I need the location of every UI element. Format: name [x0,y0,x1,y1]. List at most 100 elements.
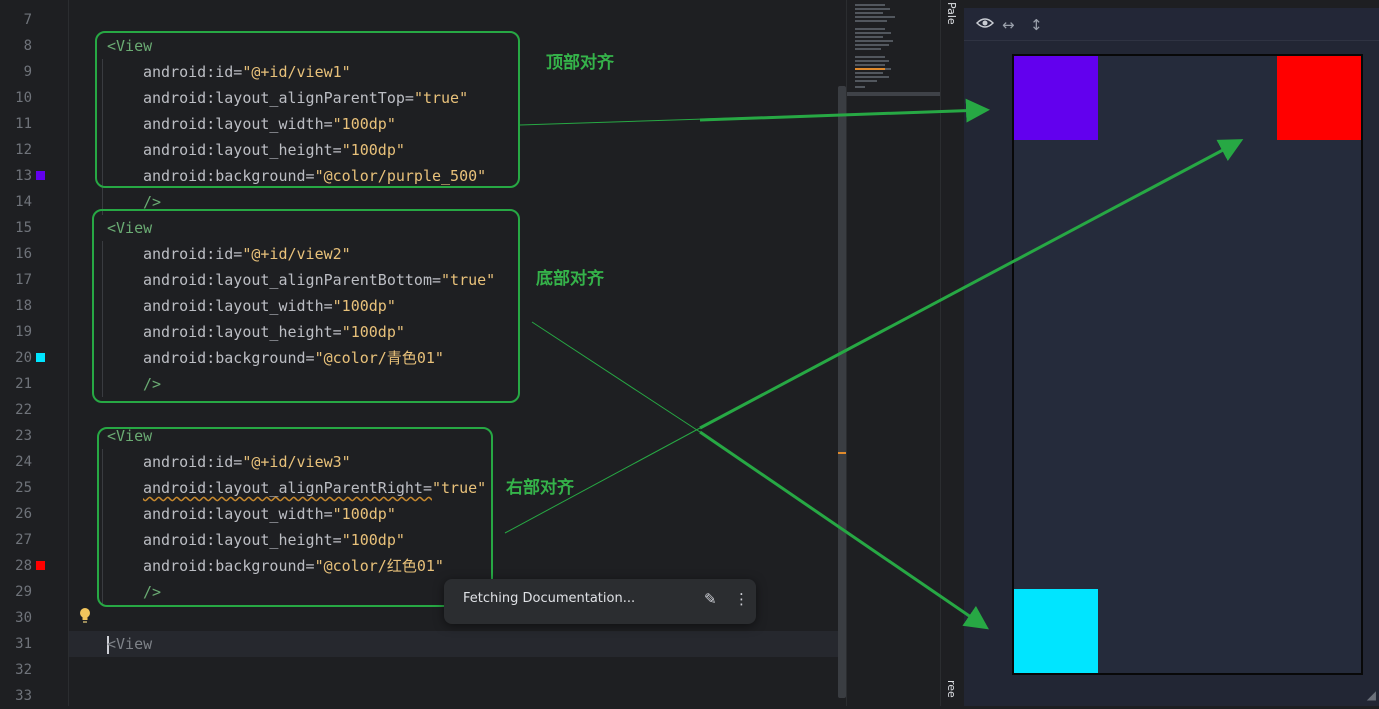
code-line[interactable]: android:background="@color/purple_500" [69,163,846,189]
tab-component-tree[interactable]: ree [945,680,958,698]
code-line[interactable] [69,657,846,683]
minimap-line [855,86,865,88]
line-number: 31 [15,636,32,652]
code-line[interactable]: <View [69,423,846,449]
xml-value: "true" [413,89,469,107]
line-number: 22 [15,402,32,418]
line-number: 32 [15,662,32,678]
indent-guide [102,241,103,397]
lightbulb-icon[interactable] [78,607,92,625]
line-number: 12 [15,142,32,158]
code-line[interactable]: android:layout_alignParentRight="true" [69,475,846,501]
xml-attribute: android:layout_alignParentBottom= [143,271,442,289]
code-line[interactable]: android:background="@color/青色01" [69,345,846,371]
line-number: 13 [15,168,32,184]
indent-guide [102,59,103,215]
code-line[interactable]: android:id="@+id/view2" [69,241,846,267]
xml-attribute: android:background= [143,167,315,185]
code-line[interactable]: android:layout_height="100dp" [69,319,846,345]
line-number: 27 [15,532,32,548]
xml-attribute: android:id= [143,453,243,471]
vertical-scrollbar[interactable] [838,86,846,698]
code-line[interactable]: android:layout_alignParentBottom="true" [69,267,846,293]
code-line[interactable]: android:layout_height="100dp" [69,137,846,163]
annotation-box-top [95,31,520,188]
documentation-popup[interactable]: Fetching Documentation... ✎ ⋮ [444,579,756,624]
minimap-line [855,20,887,22]
eye-icon[interactable] [975,16,995,34]
line-number: 19 [15,324,32,340]
minimap-line [855,44,889,46]
code-line[interactable]: android:id="@+id/view1" [69,59,846,85]
xml-attribute: android:layout_height= [143,141,342,159]
code-line[interactable]: <View [69,215,846,241]
code-line[interactable]: android:layout_height="100dp" [69,527,846,553]
minimap-line [855,16,895,18]
color-swatch-icon[interactable] [36,171,45,180]
xml-tag: <View [107,427,153,445]
pencil-icon[interactable]: ✎ [704,590,717,608]
code-line[interactable]: /> [69,371,846,397]
xml-value: "100dp" [332,297,396,315]
view3-red-box[interactable] [1277,56,1361,140]
annotation-label-top: 顶部对齐 [546,53,614,73]
xml-value: "true" [441,271,496,289]
xml-value: "100dp" [332,505,396,523]
device-frame [1012,54,1363,675]
vertical-resize-icon[interactable]: ↕ [1030,16,1043,34]
minimap-line [855,32,891,34]
line-number: 9 [23,64,32,80]
minimap-line [855,60,889,62]
line-number: 17 [15,272,32,288]
color-swatch-icon[interactable] [36,353,45,362]
code-minimap[interactable] [846,0,941,706]
code-line[interactable]: android:layout_width="100dp" [69,111,846,137]
minimap-line [855,40,893,42]
code-line[interactable] [69,683,846,709]
xml-value: "@+id/view1" [242,63,351,81]
code-line[interactable]: android:layout_alignParentTop="true" [69,85,846,111]
code-line[interactable]: android:background="@color/红色01" [69,553,846,579]
minimap-line [855,36,883,38]
line-number: 33 [15,688,32,704]
annotation-label-right: 右部对齐 [506,478,574,498]
resize-grip-icon[interactable]: ◢ [1366,688,1376,702]
horizontal-resize-icon[interactable]: ↔ [1002,16,1015,34]
line-number: 7 [23,12,32,28]
xml-attribute: android:layout_width= [143,115,333,133]
tab-palette[interactable]: Pale [945,2,958,25]
minimap-line [855,12,883,14]
xml-value: "@color/红色01" [314,557,444,575]
xml-tag: /> [143,583,162,601]
xml-attribute: android:id= [143,245,243,263]
line-number: 26 [15,506,32,522]
xml-tag: /> [143,375,162,393]
code-line[interactable]: <View [69,33,846,59]
preview-top-bar [964,0,1379,8]
more-vertical-icon[interactable]: ⋮ [734,590,749,608]
code-line[interactable]: /> [69,579,846,605]
code-line[interactable] [69,7,846,33]
minimap-line [855,64,885,66]
code-line[interactable]: <View [69,631,846,657]
code-line[interactable]: android:id="@+id/view3" [69,449,846,475]
color-swatch-icon[interactable] [36,561,45,570]
annotation-label-bottom: 底部对齐 [536,269,604,289]
line-number: 10 [15,90,32,106]
minimap-viewport[interactable] [847,92,941,96]
xml-value: "100dp" [341,141,405,159]
view1-purple-box[interactable] [1014,56,1098,140]
code-line[interactable]: /> [69,189,846,215]
minimap-line [855,72,883,74]
xml-value: "@+id/view3" [242,453,351,471]
view2-cyan-box[interactable] [1014,589,1098,673]
minimap-line [855,4,885,6]
code-line[interactable]: android:layout_width="100dp" [69,501,846,527]
minimap-highlight [855,68,885,70]
text-caret [107,635,109,654]
annotation-box-right [97,427,493,607]
code-line[interactable]: android:layout_width="100dp" [69,293,846,319]
indent-guide [102,449,103,605]
xml-value: "@+id/view2" [242,245,351,263]
